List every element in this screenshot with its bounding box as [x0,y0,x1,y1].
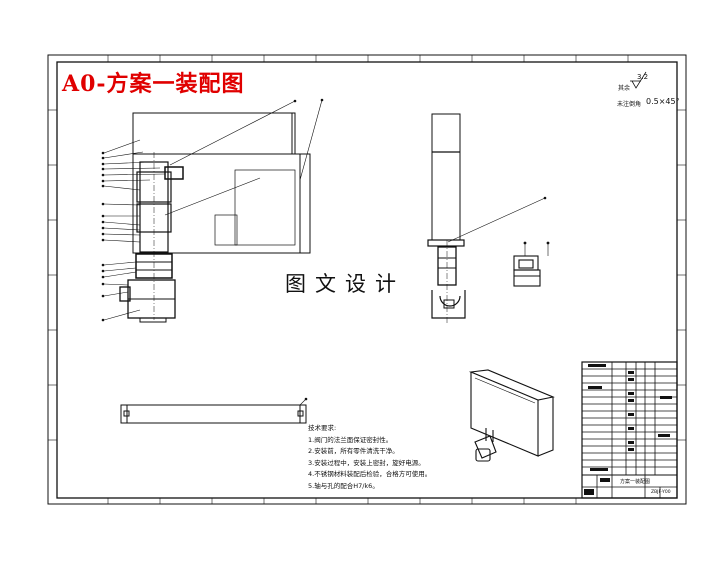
requirement-item: 4.不锈钢材料装配后检验，合格方可使用。 [308,470,432,479]
main-front-view [119,112,311,323]
plan-view [120,398,307,424]
chamfer-label: 未注倒角 [617,101,642,108]
requirement-item: 5.轴与孔的配合H7/k6。 [308,481,379,490]
requirement-item: 1.阀门的法兰面保证密封性。 [308,435,393,444]
requirement-item: 3.安装过程中，安装上密封，旋好电源。 [308,458,425,467]
sheet-inner-border [56,61,678,499]
chamfer-value: 0.5×45° [646,97,680,106]
leader-lines-main [103,99,323,321]
surface-finish-value: 3.2 [637,73,649,81]
drawing-title: A0-方案一装配图 [62,71,245,97]
zone-markers [48,55,686,504]
isometric-view [468,369,555,462]
side-view [427,113,546,325]
surface-finish-symbol [630,71,647,89]
technical-requirements: 技术要求: 1.阀门的法兰面保证密封性。 2.安装前，所有零件清洗干净。 3.安… [308,423,431,493]
title-block-name: 方案一装配图 [620,479,651,485]
leader-dots-main [101,98,324,322]
watermark: 图文设计 [285,272,405,296]
surface-finish-label: 其余 [618,85,631,92]
title-block [581,361,678,499]
sheet-outer-border [47,54,687,505]
technical-requirements-heading: 技术要求: [308,424,337,432]
title-block-fill [584,364,672,495]
requirement-item: 2.安装前，所有零件清洗干净。 [308,447,399,456]
title-block-code: ZBJF-Y00 [651,490,671,495]
detail-view [513,244,549,287]
